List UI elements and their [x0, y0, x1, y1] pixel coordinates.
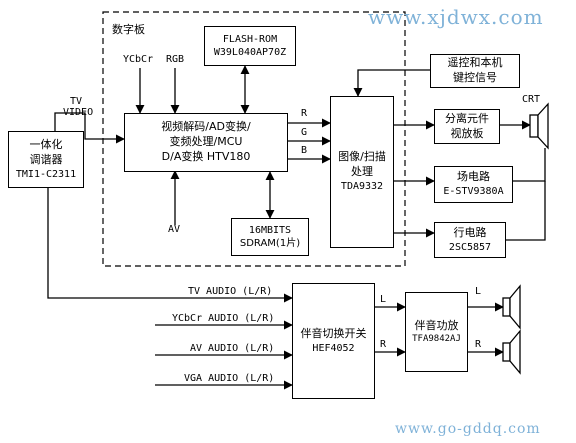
switch-left-label: L	[380, 294, 387, 305]
tuner-video-wire	[54, 112, 125, 144]
ycbcr-audio-label: YCbCr AUDIO (L/R)	[172, 313, 275, 324]
separate-line-2: 视放板	[450, 126, 484, 140]
sdram-line-2: SDRAM(1片)	[239, 238, 301, 249]
remote-control-block: 遥控和本机 键控信号	[430, 54, 520, 88]
amp-left-label: L	[475, 286, 482, 297]
audio-switch-line-1: 伴音切换开关	[300, 326, 367, 340]
tv-audio-label: TV AUDIO (L/R)	[188, 286, 273, 297]
video-proc-line-2: 变频处理/MCU	[169, 135, 243, 149]
vga-audio-label: VGA AUDIO (L/R)	[184, 373, 275, 384]
audio-amp-model: TFA9842AJ	[412, 334, 461, 345]
line-circuit-line-1: 行电路	[453, 225, 487, 239]
sdram-block: 16MBITS SDRAM(1片)	[231, 218, 309, 256]
left-speaker-icon	[502, 284, 521, 330]
watermark-top: www.xjdwx.com	[368, 5, 544, 29]
video-proc-line-1: 视频解码/AD变换/	[161, 120, 251, 134]
digital-board-title: 数字板	[112, 23, 145, 36]
crt-label: CRT	[522, 94, 541, 105]
av-audio-label: AV AUDIO (L/R)	[190, 343, 275, 354]
remote-line-2: 键控信号	[453, 71, 497, 84]
image-proc-model: TDA9332	[340, 181, 384, 193]
field-line-1: 场电路	[457, 170, 490, 184]
remote-line-1: 遥控和本机	[447, 56, 503, 70]
tuner-model: TMI1-C2311	[15, 168, 77, 180]
line-circuit-model: 2SC5857	[448, 241, 492, 253]
separate-components-block: 分离元件 视放板	[434, 109, 500, 144]
video-processor-block: 视频解码/AD变换/ 变频处理/MCU D/A变换 HTV180	[124, 113, 288, 172]
b-signal-label: B	[301, 145, 308, 156]
r-signal-label: R	[301, 108, 308, 119]
image-proc-line-2: 处理	[351, 165, 373, 179]
ycbcr-input-label: YCbCr	[123, 54, 154, 65]
sdram-line-1: 16MBITS	[248, 224, 292, 236]
av-input-label: AV	[168, 224, 181, 235]
audio-switch-model: HEF4052	[312, 342, 355, 354]
tv-audio-wire	[47, 188, 293, 303]
watermark-bottom: www.go-gddq.com	[395, 421, 541, 437]
tuner-block: 一体化 调谐器 TMI1-C2311	[8, 131, 84, 188]
rgb-input-label: RGB	[166, 54, 185, 65]
tuner-line-1: 一体化	[29, 137, 63, 151]
line-crt-wire	[506, 181, 546, 241]
tv-video-label-1: TV	[70, 96, 83, 107]
crt-icon	[529, 102, 549, 150]
switch-right-label: R	[380, 339, 387, 350]
tuner-line-2: 调谐器	[29, 152, 63, 166]
right-speaker-icon	[502, 329, 521, 375]
video-proc-line-3: D/A变换 HTV180	[161, 149, 251, 163]
audio-amp-line-1: 伴音功放	[414, 318, 459, 332]
audio-switch-block: 伴音切换开关 HEF4052	[292, 283, 375, 399]
audio-amp-block: 伴音功放 TFA9842AJ	[405, 292, 468, 372]
g-signal-label: G	[301, 127, 308, 138]
amp-right-label: R	[475, 339, 482, 350]
remote-control-wire	[353, 69, 430, 97]
field-circuit-block: 场电路 E-STV9380A	[434, 166, 513, 203]
flash-line-2: W39L040AP70Z	[213, 47, 287, 58]
image-proc-line-1: 图像/扫描	[338, 150, 386, 164]
separate-line-1: 分离元件	[445, 111, 489, 125]
field-model: E-STV9380A	[443, 186, 504, 198]
line-circuit-block: 行电路 2SC5857	[434, 222, 506, 258]
flash-line-1: FLASH-ROM	[222, 33, 278, 45]
flash-rom-block: FLASH-ROM W39L040AP70Z	[204, 26, 296, 66]
tv-video-label-2: VIDEO	[63, 107, 94, 118]
image-processor-block: 图像/扫描 处理 TDA9332	[330, 96, 394, 248]
field-crt-wire	[513, 148, 546, 182]
